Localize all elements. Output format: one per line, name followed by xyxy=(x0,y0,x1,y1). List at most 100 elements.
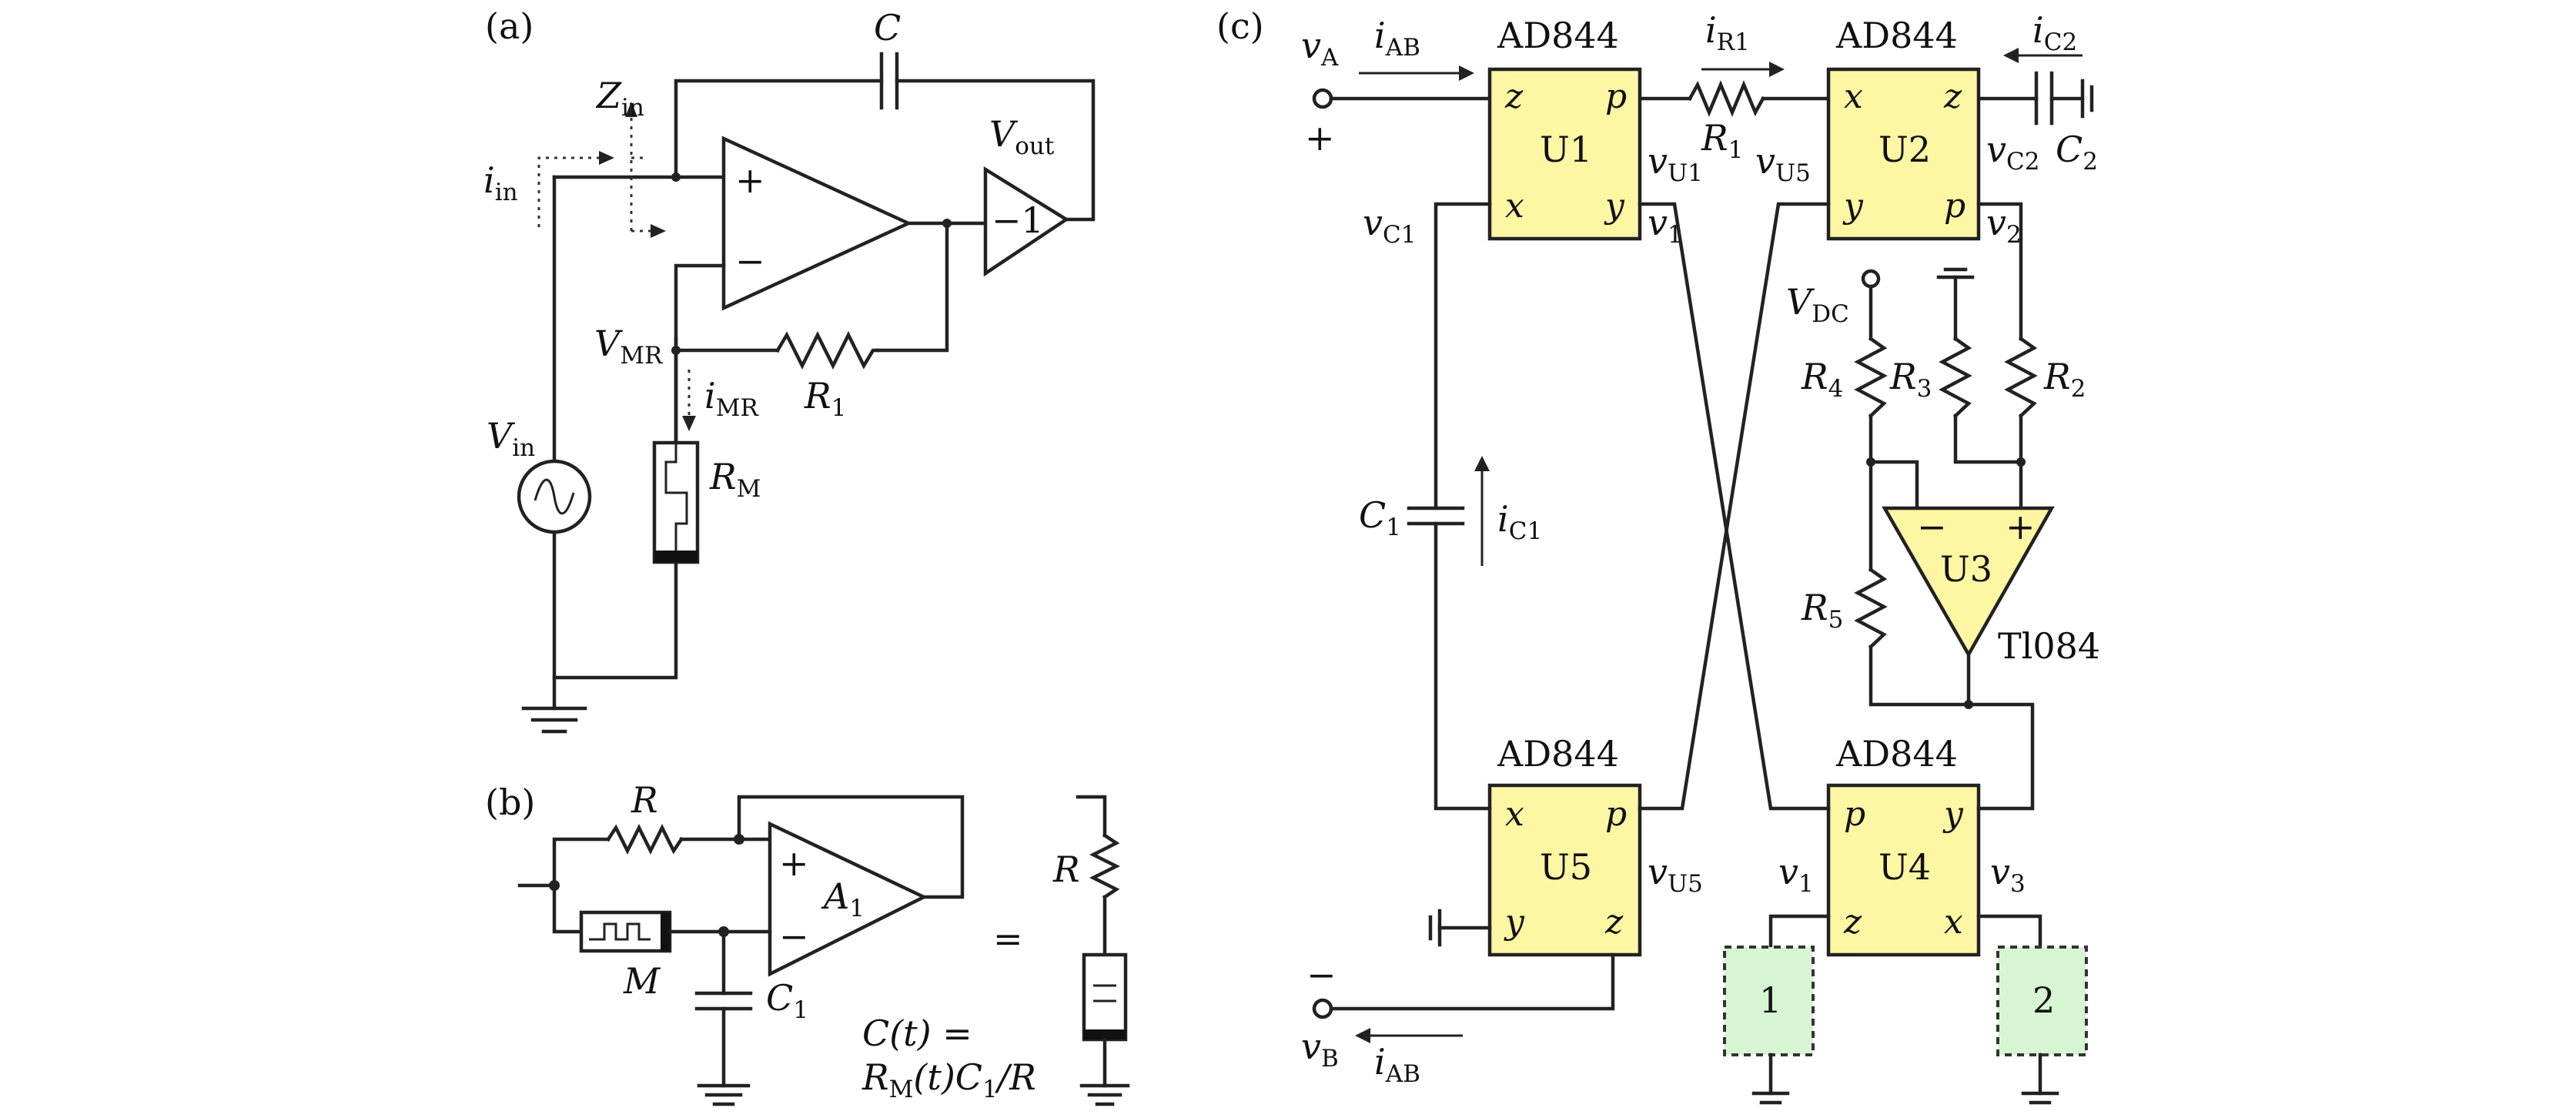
panel-b: (b) + − A1 R M C1 = C(t) = RM(t)C1/R xyxy=(485,779,1130,1106)
resistor-b-r xyxy=(605,823,684,855)
label-r4: R4 xyxy=(1801,356,1843,403)
panel-a-tag: (a) xyxy=(485,5,534,47)
u5-name: U5 xyxy=(1540,846,1592,888)
opamp-a-minus: − xyxy=(735,240,765,282)
ac-wave-icon xyxy=(534,478,575,515)
wire-b-eq-top xyxy=(1076,795,1107,838)
zin-arrow-right xyxy=(651,224,666,238)
u1-pin-z: z xyxy=(1504,77,1524,116)
u5-pin-z: z xyxy=(1604,902,1624,942)
label-vu1: vU1 xyxy=(1648,140,1703,187)
wire-b-m-left xyxy=(552,883,584,934)
label-imr: iMR xyxy=(704,375,759,422)
wire-minus-input xyxy=(674,263,780,353)
u4-pin-y: y xyxy=(1942,795,1964,834)
terminal-va[interactable] xyxy=(1312,88,1333,109)
u2-name: U2 xyxy=(1878,129,1931,170)
buffer-a-gain: −1 xyxy=(992,199,1044,241)
label-c-r1: R1 xyxy=(1701,117,1743,164)
zin-arrow-up xyxy=(625,102,637,117)
wire-u4z-block1 xyxy=(1768,914,1831,949)
wire-u2y-u5p xyxy=(1638,202,1831,811)
junction-u3-out xyxy=(1964,700,1973,709)
label-c2: C2 xyxy=(2056,129,2098,176)
resistor-c-r4 xyxy=(1854,336,1888,419)
wire-r5-u4y xyxy=(1868,644,2035,811)
resistor-c-r3 xyxy=(1939,336,1972,419)
resistor-c-r2 xyxy=(2004,336,2038,419)
label-iin: iin xyxy=(483,159,518,206)
opamp-a1-minus: − xyxy=(779,915,809,957)
label-v2: v2 xyxy=(1986,202,2022,249)
label-c1: C1 xyxy=(1359,494,1401,541)
opamp-a-plus: + xyxy=(735,159,765,201)
resistor-a-r1 xyxy=(774,330,880,370)
label-ic2: iC2 xyxy=(2032,9,2077,56)
formula-line-2: RM(t)C1/R xyxy=(861,1056,1036,1103)
wire-u3minus xyxy=(1868,460,1919,510)
u2-pin-x: x xyxy=(1844,77,1863,116)
memcapacitor-eq xyxy=(1082,952,1128,1042)
block-1 xyxy=(1723,946,1815,1056)
label-va-plus: + xyxy=(1305,117,1335,159)
iab-bottom-arrowhead xyxy=(1355,1028,1370,1043)
label-iab-top: iAB xyxy=(1374,15,1420,62)
panel-a: (a) + − −1 xyxy=(483,5,1096,734)
label-b-r: R xyxy=(631,779,658,821)
chip-u1 xyxy=(1487,67,1642,241)
label-va: vA xyxy=(1301,25,1339,72)
label-c: C xyxy=(874,7,901,49)
memristor-m-zigzag xyxy=(589,922,651,941)
label-vc1: vC1 xyxy=(1363,202,1416,249)
ic1-arrowhead xyxy=(1474,456,1490,471)
junction-a1 xyxy=(671,172,681,182)
u3-pin-minus: − xyxy=(1917,506,1947,547)
u2-pin-z: z xyxy=(1943,77,1962,116)
label-iab-bottom: iAB xyxy=(1374,1041,1420,1088)
label-vout: Vout xyxy=(989,113,1055,160)
junction-a2 xyxy=(942,219,952,228)
memristor-m-band xyxy=(661,912,670,951)
chip-u5 xyxy=(1487,783,1642,957)
block-2 xyxy=(1996,946,2088,1056)
label-b-equals: = xyxy=(993,918,1023,959)
wire-c1-u5x xyxy=(1434,521,1492,811)
u2-pin-p: p xyxy=(1944,186,1965,226)
label-b-c1: C1 xyxy=(766,977,808,1024)
wire-r1-right xyxy=(875,221,949,353)
label-ic1: iC1 xyxy=(1497,498,1542,545)
wire-u1y-u4p xyxy=(1638,202,1831,811)
terminal-vdc[interactable] xyxy=(1861,269,1881,289)
u1-type: AD844 xyxy=(1497,15,1619,56)
opamp-u3 xyxy=(1882,506,2055,658)
label-vu5-bottom: vU5 xyxy=(1648,851,1703,898)
opamp-a xyxy=(721,136,913,311)
label-v1-bottom: v1 xyxy=(1778,851,1814,898)
wire-b-feedback xyxy=(737,795,965,899)
u4-pin-p: p xyxy=(1844,795,1865,834)
opamp-a1-plus: + xyxy=(779,842,809,884)
label-r5: R5 xyxy=(1801,587,1843,634)
wire-r3-junction xyxy=(1953,413,2023,464)
label-vdc: VDC xyxy=(1786,281,1849,328)
resistor-c-r1 xyxy=(1687,80,1766,117)
resistor-b-eq xyxy=(1089,832,1121,900)
u1-pin-x: x xyxy=(1505,186,1524,226)
label-rm: RM xyxy=(709,456,761,503)
block-2-label: 2 xyxy=(2032,979,2055,1021)
label-vu5-top: vU5 xyxy=(1755,140,1811,187)
chip-u2 xyxy=(1826,67,1981,241)
memristor-rm-band xyxy=(654,551,698,562)
wire-u5z-vb xyxy=(1329,952,1615,1011)
chip-u4 xyxy=(1826,783,1981,957)
formula-line-1: C(t) = xyxy=(862,1013,972,1054)
panel-b-tag: (b) xyxy=(485,782,535,823)
u3-type: Tl084 xyxy=(1998,625,2100,667)
label-vc2: vC2 xyxy=(1986,129,2039,176)
wire-b-r-left xyxy=(552,837,611,888)
u1-pin-y: y xyxy=(1604,186,1625,226)
terminal-vb[interactable] xyxy=(1312,998,1333,1019)
memristor-rm-zigzag xyxy=(664,443,688,551)
u4-name: U4 xyxy=(1878,846,1931,888)
